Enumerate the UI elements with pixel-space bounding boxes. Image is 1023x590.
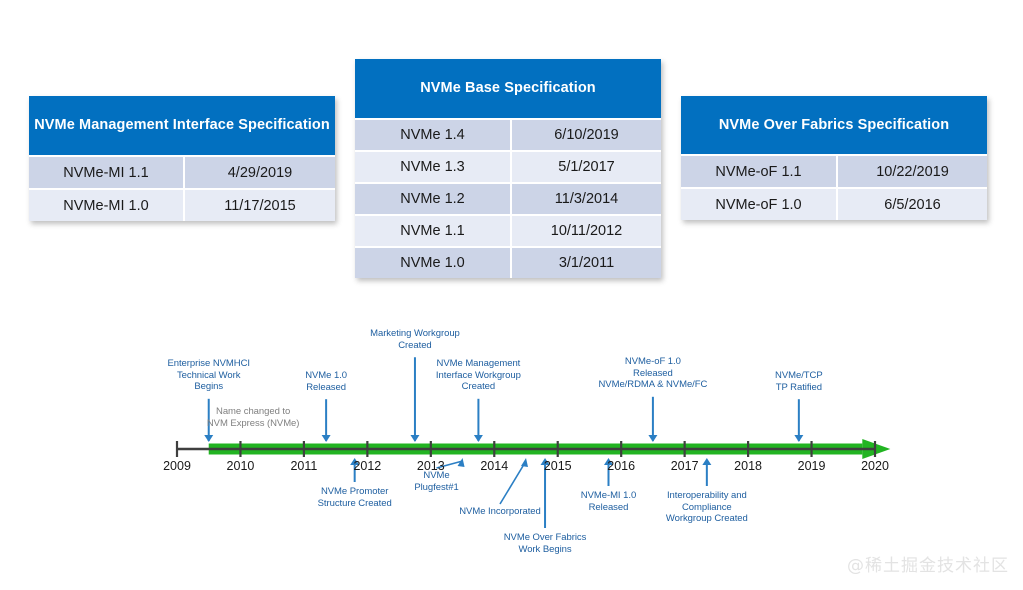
annotation-arrowhead-icon [473, 435, 483, 442]
annotation-arrowhead-icon [648, 435, 658, 442]
annotation-arrowhead-icon [350, 458, 360, 465]
version-cell: NVMe-MI 1.1 [29, 157, 185, 188]
annotation-arrowhead-icon [457, 458, 465, 467]
annotation-arrowhead-icon [321, 435, 331, 442]
table-header-title: NVMe Management Interface Specification [29, 96, 335, 155]
table-row: NVMe-MI 1.0 11/17/2015 [29, 188, 335, 221]
timeline-event-label: NVMe-oF 1.0 Released NVMe/RDMA & NVMe/FC [598, 356, 708, 391]
timeline-event-label: NVMe 1.0 Released [305, 370, 348, 393]
nvme-base-specification-table: NVMe Base Specification NVMe 1.4 6/10/20… [355, 59, 661, 278]
table-row: NVMe-MI 1.1 4/29/2019 [29, 155, 335, 188]
axis-tick-label: 2009 [163, 459, 191, 473]
axis-tick-label: 2012 [353, 459, 382, 473]
table-row: NVMe 1.1 10/11/2012 [355, 214, 661, 246]
date-cell: 6/10/2019 [512, 120, 661, 150]
axis-tick-label: 2020 [861, 459, 889, 473]
axis-tick-label: 2011 [290, 459, 318, 473]
timeline-graphics [175, 357, 891, 528]
axis-tick-label: 2013 [416, 459, 445, 473]
timeline-arrowhead-icon [862, 439, 891, 459]
timeline-event-label: Marketing Workgroup Created [370, 328, 460, 351]
timeline-event-label: NVMe/TCP TP Ratified [775, 370, 823, 393]
timeline-event-label: NVMe Over Fabrics Work Begins [503, 532, 587, 555]
table-row: NVMe 1.0 3/1/2011 [355, 246, 661, 278]
version-cell: NVMe-MI 1.0 [29, 190, 185, 221]
table-row: NVMe 1.2 11/3/2014 [355, 182, 661, 214]
timeline-event-label: NVMe-MI 1.0 Released [580, 490, 637, 513]
date-cell: 10/11/2012 [512, 216, 661, 246]
annotation-arrowhead-icon [794, 435, 804, 442]
version-cell: NVMe 1.3 [355, 152, 512, 182]
timeline-event-label: NVMe Promoter Structure Created [317, 486, 392, 509]
nvme-over-fabrics-specification-table: NVMe Over Fabrics Specification NVMe-oF … [681, 96, 987, 220]
table-row: NVMe 1.4 6/10/2019 [355, 118, 661, 150]
date-cell: 3/1/2011 [512, 248, 661, 278]
version-cell: NVMe 1.0 [355, 248, 512, 278]
annotation-arrowhead-icon [540, 458, 550, 465]
axis-tick-label: 2017 [670, 459, 699, 473]
timeline-event-label: NVMe Plugfest#1 [414, 470, 459, 493]
annotation-connector-line [436, 460, 463, 469]
version-cell: NVMe 1.2 [355, 184, 512, 214]
annotation-connector-line [499, 460, 527, 505]
annotation-arrowhead-icon [521, 458, 528, 467]
axis-tick-label: 2014 [480, 459, 509, 473]
table-header-title: NVMe Base Specification [355, 59, 661, 118]
table-row: NVMe 1.3 5/1/2017 [355, 150, 661, 182]
version-cell: NVMe 1.1 [355, 216, 512, 246]
date-cell: 6/5/2016 [838, 189, 987, 220]
watermark: @稀土掘金技术社区 [847, 556, 1009, 576]
version-cell: NVMe-oF 1.0 [681, 189, 838, 220]
date-cell: 11/17/2015 [185, 190, 335, 221]
annotation-arrowhead-icon [702, 458, 712, 465]
version-cell: NVMe-oF 1.1 [681, 156, 838, 187]
timeline-event-label: Interoperability and Compliance Workgrou… [665, 490, 748, 525]
table-row: NVMe-oF 1.1 10/22/2019 [681, 154, 987, 187]
date-cell: 4/29/2019 [185, 157, 335, 188]
annotation-arrowhead-icon [410, 435, 420, 442]
date-cell: 11/3/2014 [512, 184, 661, 214]
timeline-event-label: NVMe Management Interface Workgroup Crea… [435, 358, 521, 393]
nvme-management-interface-specification-table: NVMe Management Interface Specification … [29, 96, 335, 221]
timeline-event-label: Enterprise NVMHCI Technical Work Begins [167, 358, 250, 393]
annotation-arrowhead-icon [603, 458, 613, 465]
table-row: NVMe-oF 1.0 6/5/2016 [681, 187, 987, 220]
axis-tick-label: 2010 [226, 459, 255, 473]
axis-tick-label: 2015 [543, 459, 572, 473]
axis-tick-label: 2019 [797, 459, 826, 473]
annotation-arrowhead-icon [204, 435, 214, 442]
timeline-event-label: Name changed to NVM Express (NVMe) [206, 406, 300, 429]
axis-tick-label: 2018 [734, 459, 762, 473]
date-cell: 10/22/2019 [838, 156, 987, 187]
timeline-event-label: NVMe Incorporated [459, 506, 541, 517]
table-header-title: NVMe Over Fabrics Specification [681, 96, 987, 154]
date-cell: 5/1/2017 [512, 152, 661, 182]
version-cell: NVMe 1.4 [355, 120, 512, 150]
axis-tick-label: 2016 [607, 459, 636, 473]
